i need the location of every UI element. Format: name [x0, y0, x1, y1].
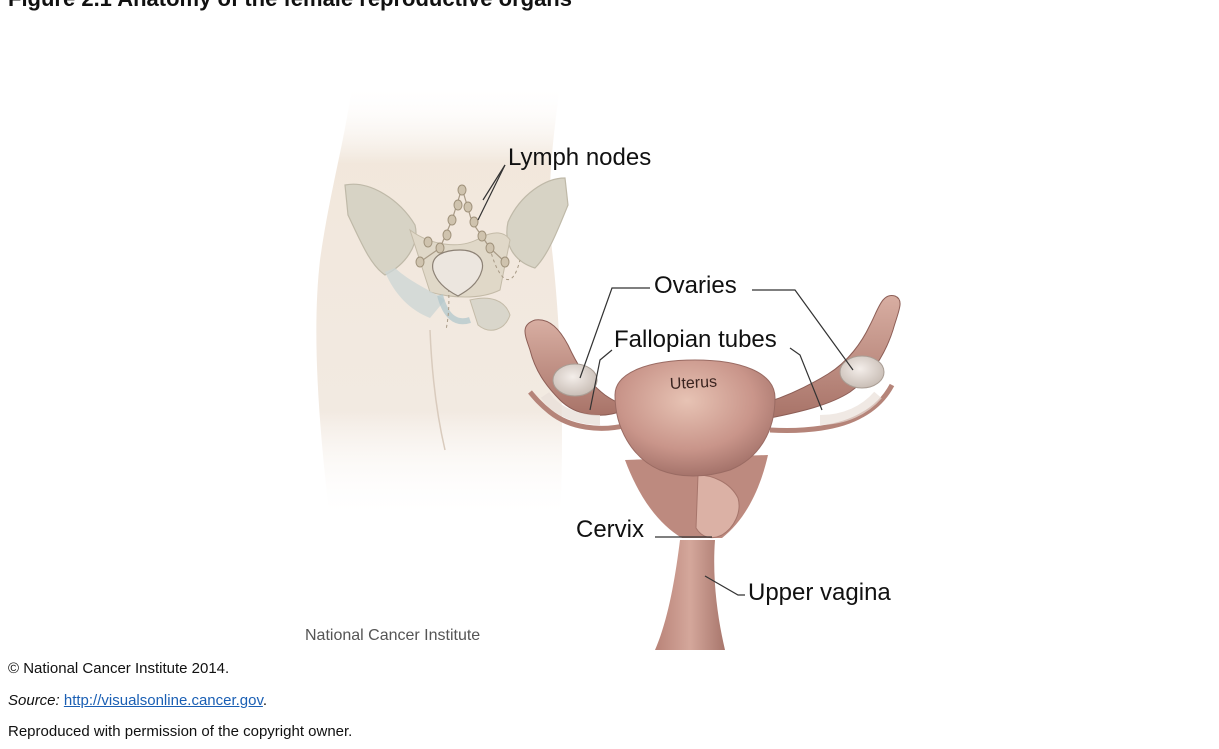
caption-permission: Reproduced with permission of the copyri…	[8, 723, 352, 740]
label-uterus: Uterus	[670, 374, 718, 393]
left-ovary	[553, 364, 597, 396]
label-lymph-nodes: Lymph nodes	[508, 144, 651, 171]
label-credit: National Cancer Institute	[305, 627, 480, 644]
label-upper-vagina: Upper vagina	[748, 579, 891, 606]
caption-copyright: © National Cancer Institute 2014.	[8, 660, 229, 677]
label-cervix: Cervix	[576, 516, 644, 543]
caption-source: Source: http://visualsonline.cancer.gov.	[8, 692, 267, 709]
label-fallopian-tubes: Fallopian tubes	[614, 326, 777, 353]
label-ovaries: Ovaries	[654, 272, 737, 299]
upper-vagina-shape	[655, 540, 725, 650]
source-label: Source:	[8, 692, 60, 709]
source-link[interactable]: http://visualsonline.cancer.gov	[64, 692, 263, 709]
source-end: .	[263, 692, 267, 709]
